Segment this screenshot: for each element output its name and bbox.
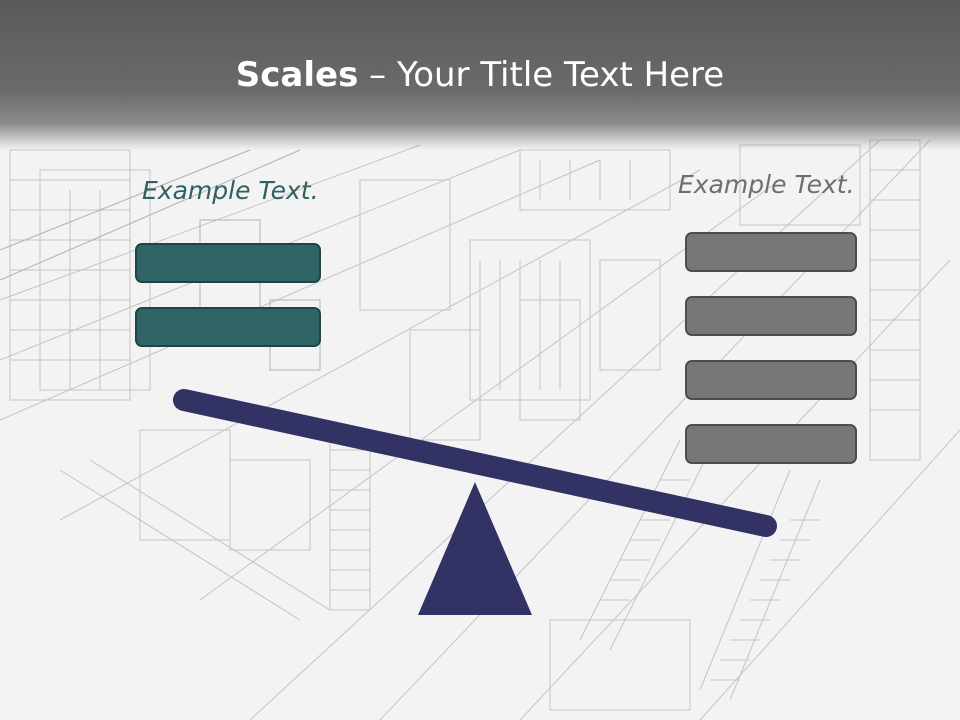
right-box-3 xyxy=(685,360,857,400)
left-box-2 xyxy=(135,307,321,347)
right-example-text: Example Text. xyxy=(678,170,855,199)
title-bar xyxy=(0,0,960,150)
left-example-text: Example Text. xyxy=(142,176,319,205)
right-box-1 xyxy=(685,232,857,272)
left-box-1 xyxy=(135,243,321,283)
scale-fulcrum xyxy=(418,482,532,615)
title-bold-part: Scales xyxy=(235,55,359,95)
right-box-2 xyxy=(685,296,857,336)
right-box-4 xyxy=(685,424,857,464)
title-rest-part: – Your Title Text Here xyxy=(358,55,725,95)
slide-title: Scales – Your Title Text Here xyxy=(0,50,960,100)
scale-beam xyxy=(173,389,777,537)
